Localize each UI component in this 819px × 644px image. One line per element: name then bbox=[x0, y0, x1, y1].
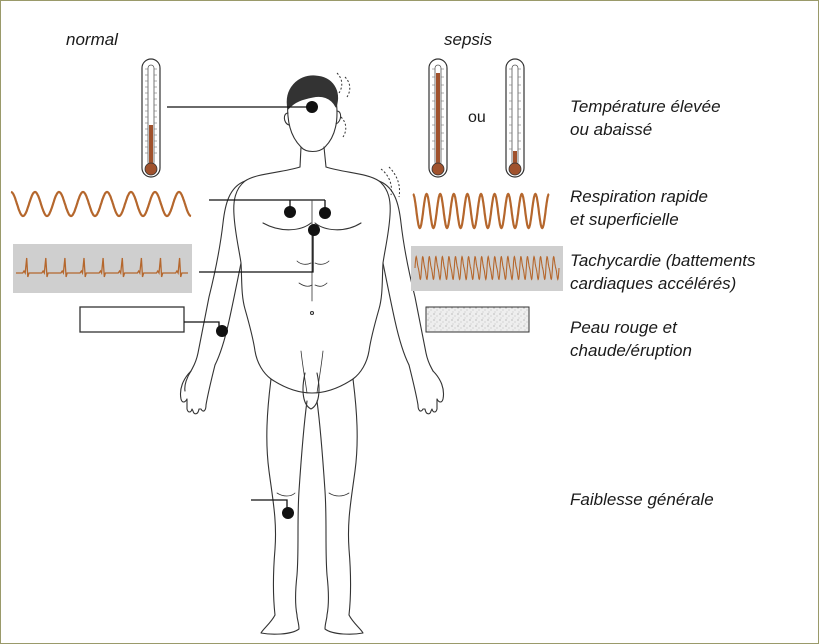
respiration-sepsis-wave bbox=[413, 194, 549, 228]
header-sepsis: sepsis bbox=[444, 28, 492, 51]
respiration-normal-wave bbox=[11, 192, 191, 216]
leader-lines bbox=[167, 107, 325, 512]
header-normal: normal bbox=[66, 28, 118, 51]
skin-sepsis-box bbox=[426, 307, 529, 332]
label-weakness: Faiblesse générale bbox=[570, 488, 714, 511]
connector-or: ou bbox=[468, 109, 486, 127]
human-body-figure bbox=[180, 76, 443, 634]
skin-normal-box bbox=[80, 307, 184, 332]
thermometer-high bbox=[429, 59, 447, 177]
thermometer-low bbox=[506, 59, 524, 177]
marker-dots bbox=[216, 101, 331, 519]
thermometer-normal bbox=[142, 59, 160, 177]
shiver-marks bbox=[337, 73, 400, 197]
